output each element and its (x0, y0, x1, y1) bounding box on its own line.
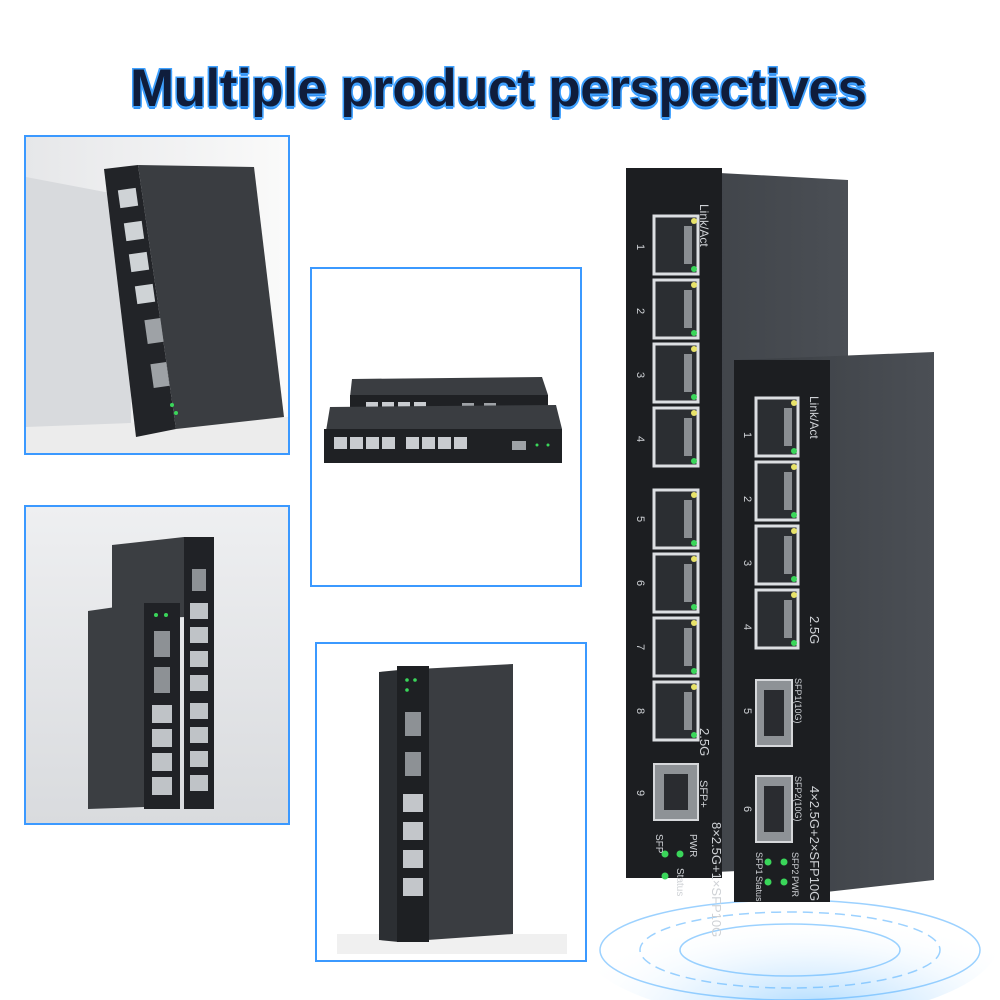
port-number: 4 (634, 436, 646, 442)
port-latch (684, 500, 692, 538)
led-pwr (780, 878, 788, 886)
photo-frame-stacked-view (310, 267, 582, 587)
port-led (691, 218, 697, 224)
rj45-port (652, 342, 700, 404)
led-label-status: Status (754, 876, 764, 902)
port-number: 8 (634, 708, 646, 714)
port-led (691, 556, 697, 562)
photo-frame-standing-pair (24, 505, 290, 825)
led-sfp2 (780, 858, 788, 866)
port-latch (784, 536, 792, 574)
port-latch (784, 408, 792, 446)
port-led (691, 394, 697, 400)
port-led (791, 576, 797, 582)
port-latch (684, 564, 692, 602)
port-latch (784, 472, 792, 510)
port-number: 5 (741, 708, 753, 714)
led-label-pwr: PWR (687, 834, 698, 857)
switch-8port-speed: 2.5G (697, 728, 712, 756)
sfp-cage (653, 763, 699, 821)
led-status (661, 872, 669, 880)
port-led (691, 266, 697, 272)
single-standing-photo (317, 644, 585, 960)
led-label-sfp1: SFP1 (754, 852, 764, 875)
switch-8port-brand: Link/Act (697, 204, 711, 247)
port-number: 2 (741, 496, 753, 502)
port-latch (684, 628, 692, 666)
port-led (791, 448, 797, 454)
rj45-port (652, 616, 700, 678)
port-number: 6 (634, 580, 646, 586)
led-sfp (676, 850, 684, 858)
page-title: Multiple product perspectives (130, 59, 867, 118)
port-latch (684, 290, 692, 328)
switch-8port-sfp-label: SFP+ (697, 780, 709, 808)
port-latch (684, 226, 692, 264)
switch-8port-ports (652, 214, 700, 742)
port-led (691, 458, 697, 464)
switch-side-panel (138, 165, 284, 429)
hero-switches-photo: Link/Act 2.5G SFP+ 8×2.5G+1×SFP10G 1 2 3… (580, 168, 1000, 1000)
led-label-sfp: SFP (653, 834, 664, 854)
port-number: 2 (634, 308, 646, 314)
port-number: 1 (634, 244, 646, 250)
led-pwr (661, 850, 669, 858)
photo-frame-angled-view (24, 135, 290, 455)
switch-4port-sfp2-label: SFP2(10G) (793, 776, 803, 822)
stacked-switches-photo (312, 269, 580, 585)
port-led (691, 282, 697, 288)
port-led (691, 668, 697, 674)
port-led (791, 528, 797, 534)
port-led (691, 492, 697, 498)
led-label-status: Status (674, 868, 685, 896)
port-number: 6 (741, 806, 753, 812)
led-sfp1 (764, 858, 772, 866)
port-number: 9 (634, 790, 646, 796)
port-number: 3 (741, 560, 753, 566)
port-number: 1 (741, 432, 753, 438)
led-label-pwr: PWR (790, 876, 800, 897)
port-number: 5 (634, 516, 646, 522)
switch-4port-brand: Link/Act (807, 396, 821, 439)
port-latch (684, 418, 692, 456)
port-latch (684, 692, 692, 730)
led-status (764, 878, 772, 886)
port-number: 7 (634, 644, 646, 650)
port-number: 4 (741, 624, 753, 630)
port-led (691, 540, 697, 546)
switch-8port-model: 8×2.5G+1×SFP10G (709, 822, 724, 937)
switch-4port-sfp1-label: SFP1(10G) (793, 678, 803, 724)
port-latch (784, 600, 792, 638)
switch-4port-speed: 2.5G (807, 616, 822, 644)
port-led (791, 640, 797, 646)
switch-4port-ports (754, 396, 800, 650)
port-led (691, 330, 697, 336)
standing-pair-photo (26, 507, 288, 823)
port-led (691, 620, 697, 626)
port-number: 3 (634, 372, 646, 378)
photo-frame-single-standing (315, 642, 587, 962)
switch-4port-model: 4×2.5G+2×SFP10G (807, 786, 822, 901)
port-led (691, 732, 697, 738)
port-led (791, 512, 797, 518)
port-latch (684, 354, 692, 392)
port-led (791, 464, 797, 470)
port-led (791, 400, 797, 406)
port-led (691, 604, 697, 610)
angled-switch-photo (26, 137, 288, 453)
port-led (791, 592, 797, 598)
port-led (691, 410, 697, 416)
port-led (691, 346, 697, 352)
led-label-sfp2: SFP2 (790, 852, 800, 875)
port-led (691, 684, 697, 690)
